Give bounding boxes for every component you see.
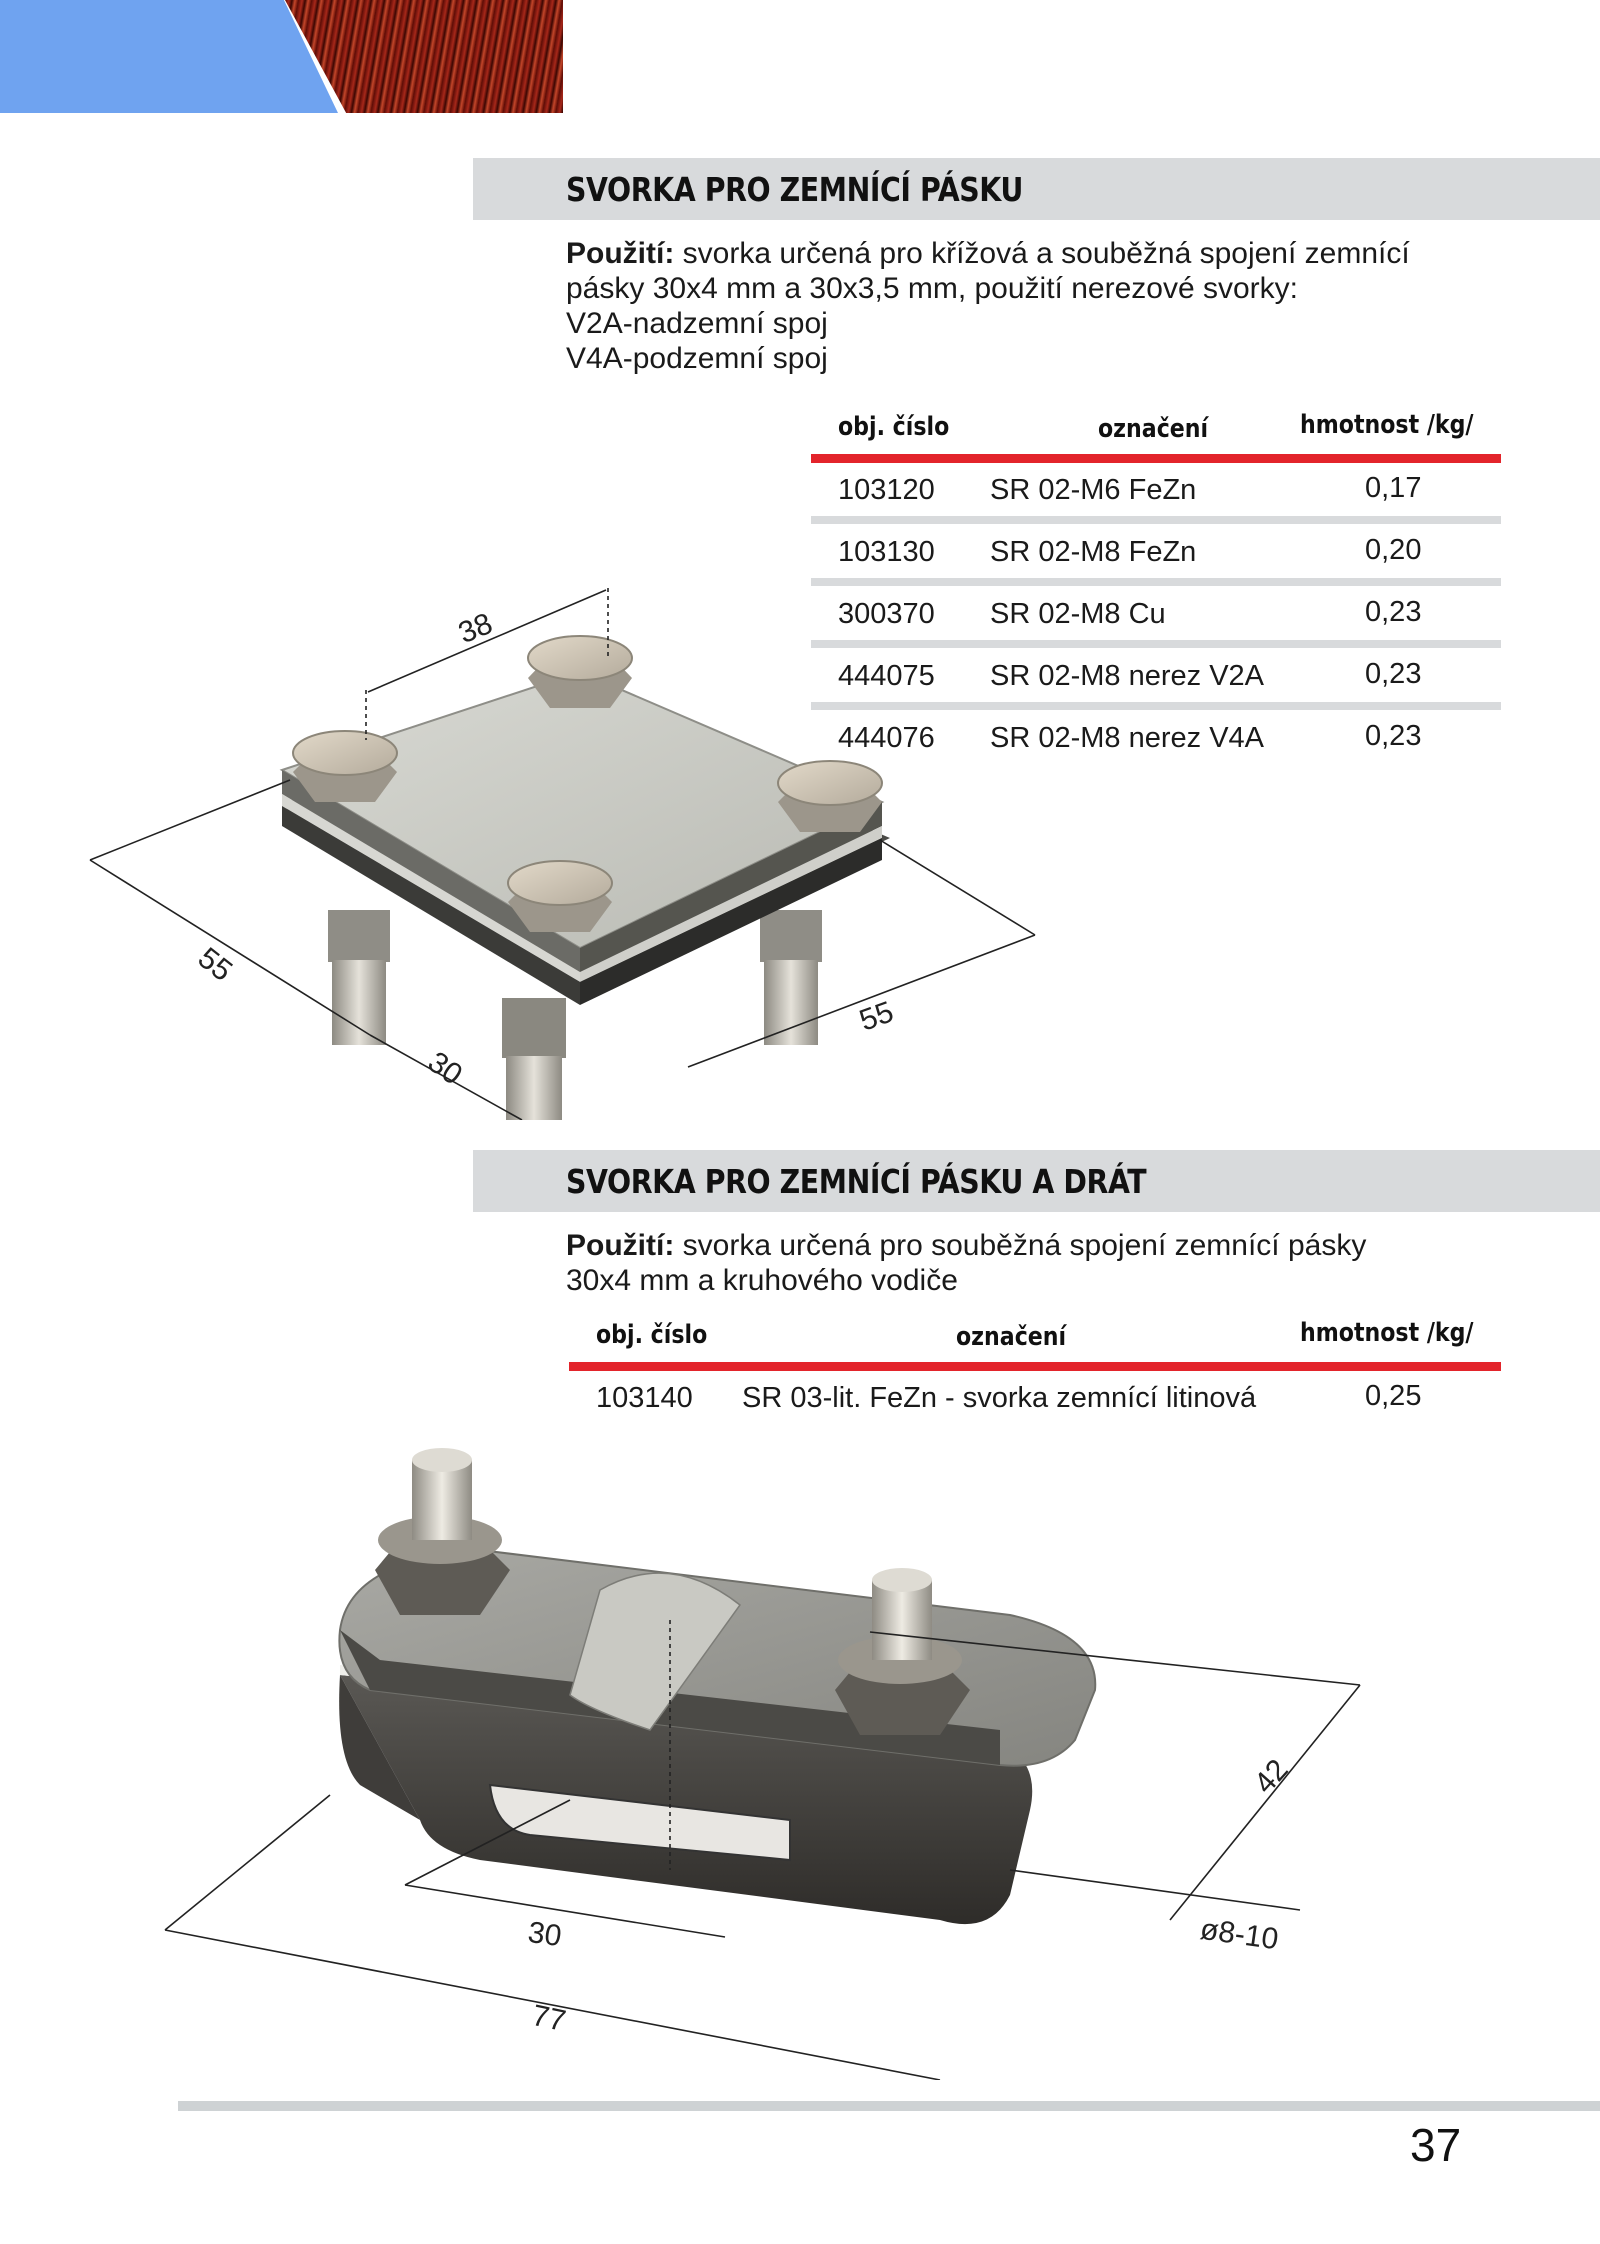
bolt-right [835,1568,970,1735]
table2-header-number: obj. číslo [596,1320,708,1350]
usage-text: svorka určená pro křížová a souběžná spo… [674,237,1410,270]
table1-header-number: obj. číslo [838,412,950,442]
table1-header-designation: označení [1098,414,1209,444]
table1-row3-weight: 0,23 [1365,596,1422,628]
dimension-lines [164,1620,1361,2080]
dim-30: 30 [525,1915,564,1954]
dim-77: 77 [529,1998,569,2039]
table2-row1-number: 103140 [596,1382,693,1414]
usage-text: V2A-nadzemní spoj [566,307,828,340]
table2-row1-weight: 0,25 [1365,1380,1422,1412]
table1-row1-designation: SR 02-M6 FeZn [990,474,1197,506]
clamp-cross-drawing [89,588,1036,1120]
table1-row-divider [811,578,1501,586]
table1-row1-weight: 0,17 [1365,472,1422,504]
table1-row2-weight: 0,20 [1365,534,1422,566]
table1-row2-designation: SR 02-M8 FeZn [990,536,1197,568]
stud-right [760,910,822,1045]
footer-rule [178,2101,1600,2111]
table1-row5-number: 444076 [838,722,935,754]
clamp-cast-drawing [164,1448,1361,2080]
table2-header-weight: hmotnost /kg/ [1300,1318,1474,1348]
table1-row5-weight: 0,23 [1365,720,1422,752]
table1-row-divider [811,516,1501,524]
usage-text: V4A-podzemní spoj [566,342,828,375]
nut-right [777,760,883,832]
nut-front [507,860,613,932]
page-number: 37 [1410,2119,1462,2171]
dimension-lines [89,588,1036,1120]
nut-left [292,730,398,802]
table1-row5-designation: SR 02-M8 nerez V4A [990,722,1265,754]
section1-title: SVORKA PRO ZEMNÍCÍ PÁSKU [566,170,1023,209]
section2-title: SVORKA PRO ZEMNÍCÍ PÁSKU A DRÁT [566,1162,1147,1201]
header-blue-band [0,0,338,113]
table1-row4-number: 444075 [838,660,935,692]
section1-title-bar [473,158,1600,220]
section1-usage: Použití: svorka určená pro křížová a sou… [566,236,1566,376]
table1-row3-number: 300370 [838,598,935,630]
table1-row-divider [811,702,1501,710]
table1-row4-weight: 0,23 [1365,658,1422,690]
usage-text: pásky 30x4 mm a 30x3,5 mm, použití nerez… [566,272,1298,305]
usage-text: svorka určená pro souběžná spojení zemní… [674,1229,1367,1262]
bolt-left [375,1448,510,1615]
usage-label: Použití: [566,237,675,270]
table1-row1-number: 103120 [838,474,935,506]
usage-text: 30x4 mm a kruhového vodiče [566,1264,958,1297]
table1-row4-designation: SR 02-M8 nerez V2A [990,660,1265,692]
table1-row3-designation: SR 02-M8 Cu [990,598,1166,630]
table1-row2-number: 103130 [838,536,935,568]
section2-usage: Použití: svorka určená pro souběžná spoj… [566,1228,1566,1298]
table1-header-rule [811,454,1501,463]
nut-top [527,635,633,708]
usage-label: Použití: [566,1229,675,1262]
table2-row1-designation: SR 03-lit. FeZn - svorka zemnící litinov… [742,1382,1257,1414]
stud-front [502,998,566,1120]
stud-left [328,910,390,1045]
table1-header-weight: hmotnost /kg/ [1300,410,1474,440]
table1-row-divider [811,640,1501,648]
section2-title-bar [473,1150,1600,1212]
table2-header-rule [569,1362,1501,1371]
table2-header-designation: označení [956,1322,1067,1352]
